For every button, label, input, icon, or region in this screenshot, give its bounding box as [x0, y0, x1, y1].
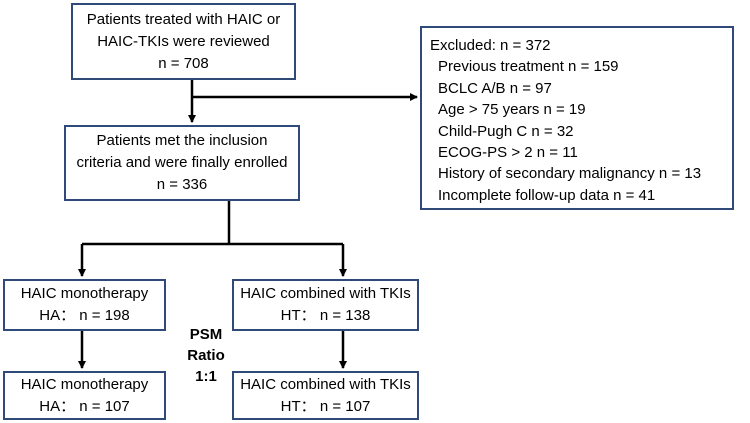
ha-after-psm-box: HAIC monotherapy HA： n = 107: [3, 371, 166, 420]
ha-before-psm-box: HAIC monotherapy HA： n = 198: [3, 279, 166, 331]
psm-label: PSM Ratio 1:1: [182, 324, 230, 387]
enrolled-box: Patients met the inclusion criteria and …: [64, 125, 300, 201]
excluded-item: Previous treatment n = 159: [438, 58, 619, 76]
excluded-title: Excluded: n = 372: [430, 37, 551, 54]
enrolled-line1: Patients met the inclusion: [96, 132, 268, 149]
reviewed-box: Patients treated with HAIC or HAIC-TKIs …: [71, 3, 296, 80]
enrolled-count: n = 336: [156, 176, 208, 193]
ht-before-psm-box: HAIC combined with TKIs HT： n = 138: [232, 279, 419, 331]
ha-before-count: HA： n = 198: [39, 307, 130, 324]
ht-before-count: HT： n = 138: [280, 307, 371, 324]
reviewed-line1: Patients treated with HAIC or: [86, 10, 281, 28]
ha-before-label: HAIC monotherapy: [20, 285, 149, 302]
psm-line1: PSM: [189, 326, 223, 343]
reviewed-count: n = 708: [158, 54, 209, 72]
excluded-item: History of secondary malignancy n = 13: [438, 165, 702, 183]
ht-after-label: HAIC combined with TKIs: [240, 375, 411, 393]
excluded-box: Excluded: n = 372 Previous treatment n =…: [420, 26, 734, 210]
ha-after-count: HA： n = 107: [39, 397, 130, 415]
excluded-item: Child-Pugh C n = 32: [438, 122, 574, 140]
ha-after-label: HAIC monotherapy: [20, 375, 149, 393]
ht-after-psm-box: HAIC combined with TKIs HT： n = 107: [232, 371, 419, 420]
excluded-item: Age > 75 years n = 19: [438, 101, 586, 119]
ht-before-label: HAIC combined with TKIs: [240, 285, 411, 302]
enrolled-line2: criteria and were finally enrolled: [76, 154, 288, 171]
ht-after-count: HT： n = 107: [280, 397, 371, 415]
excluded-item: Incomplete follow-up data n = 41: [438, 186, 656, 204]
reviewed-line2: HAIC-TKIs were reviewed: [97, 32, 270, 50]
excluded-item: BCLC A/B n = 97: [438, 79, 552, 97]
psm-line2: Ratio 1:1: [187, 347, 225, 385]
excluded-item: ECOG-PS > 2 n = 11: [438, 144, 578, 162]
